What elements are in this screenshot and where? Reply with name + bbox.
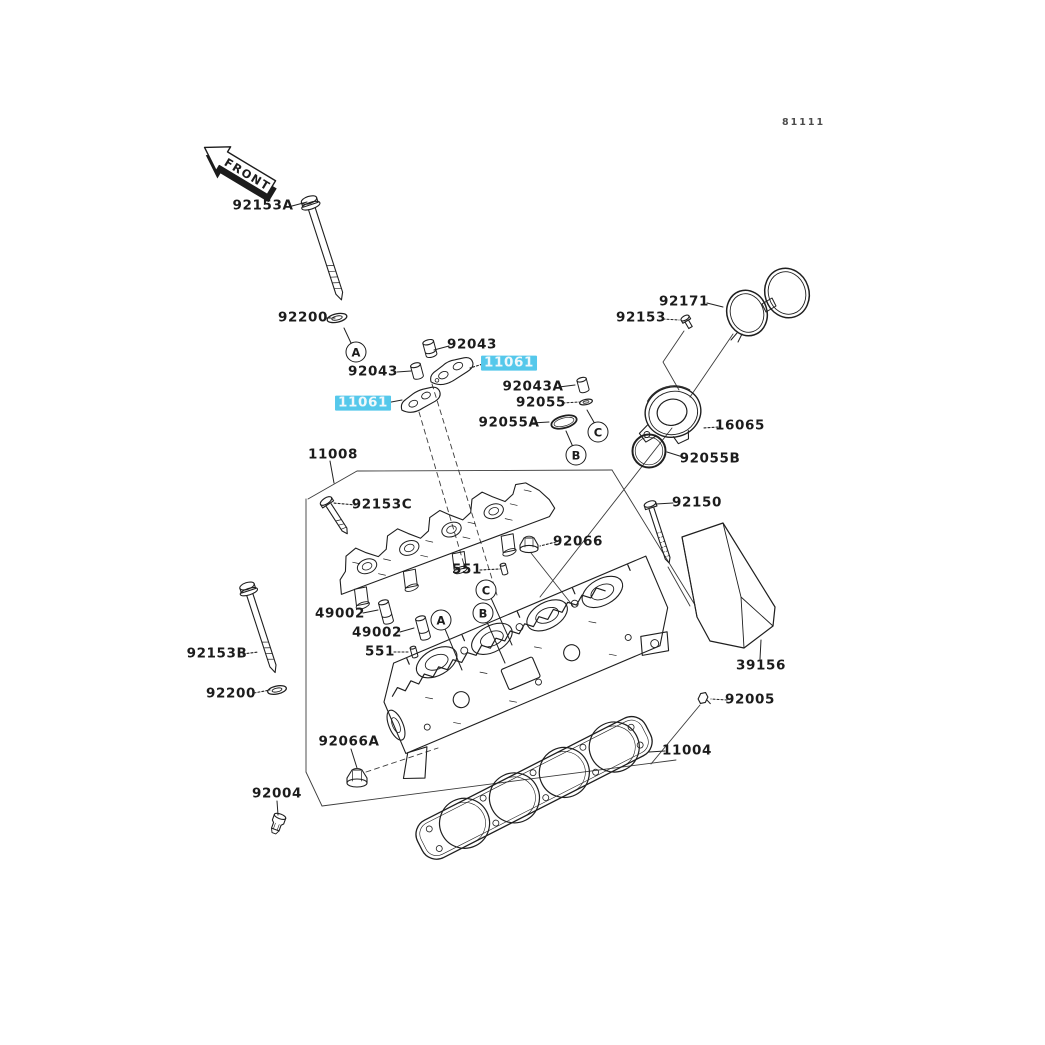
sensor-92004-drawing: [270, 812, 287, 835]
part-label-92055A-8[interactable]: 92055A: [478, 414, 540, 431]
part-label-49002-18[interactable]: 49002: [315, 605, 365, 622]
washer-92200-top-drawing: [326, 312, 348, 324]
wedge-pad-39156-drawing: [681, 522, 776, 649]
capnut-92066a-drawing: [346, 768, 368, 788]
part-label-92200-1[interactable]: 92200: [278, 309, 328, 326]
callout-circle-A-3: A: [430, 609, 452, 631]
callout-circle-A-0: A: [345, 341, 367, 363]
stud-551-lower-drawing: [409, 645, 419, 659]
callout-circle-B-2: B: [565, 444, 587, 466]
head-gasket-drawing: [415, 715, 653, 860]
bolt-92153-drawing: [680, 314, 693, 330]
part-label-11004-25[interactable]: 11004: [662, 742, 712, 759]
cam-carrier-drawing: [339, 482, 556, 610]
part-label-92055-7[interactable]: 92055: [516, 394, 566, 411]
part-label-92200-22[interactable]: 92200: [206, 685, 256, 702]
part-label-11008-9[interactable]: 11008: [308, 446, 358, 463]
leader-lines-solid: [276, 201, 762, 816]
part-label-92153B-21[interactable]: 92153B: [186, 645, 248, 662]
part-label-92153A-0[interactable]: 92153A: [232, 197, 294, 214]
bolt-92153c-drawing: [319, 496, 348, 535]
shim-11061-left-drawing: [400, 386, 441, 413]
drawing-code: 81111: [782, 117, 826, 128]
part-label-92153-12[interactable]: 92153: [616, 309, 666, 326]
tappet-92043-left-drawing: [410, 362, 424, 380]
part-label-11061-5[interactable]: 11061: [335, 395, 391, 411]
screw-92005-drawing: [697, 692, 711, 705]
part-label-551-20[interactable]: 551: [365, 643, 395, 660]
shim-11061-right-drawing: [430, 357, 474, 386]
callout-circle-B-4: B: [472, 602, 494, 624]
part-label-92043-2[interactable]: 92043: [447, 336, 497, 353]
part-label-16065-13[interactable]: 16065: [715, 417, 765, 434]
part-label-39156-27[interactable]: 39156: [736, 657, 786, 674]
washer-92200-bottom-drawing: [267, 684, 287, 696]
callout-circle-C-5: C: [475, 579, 497, 601]
valve-axis-dashed-lines: [365, 383, 498, 773]
stud-551-upper-drawing: [499, 562, 509, 576]
valve-guide-49002-upper-drawing: [377, 599, 394, 625]
bolt-92153b-drawing: [239, 581, 277, 674]
part-label-551-17[interactable]: 551: [452, 561, 482, 578]
part-label-92066-16[interactable]: 92066: [553, 533, 603, 550]
tappet-92043-top-drawing: [422, 338, 438, 359]
callout-circle-C-1: C: [587, 421, 609, 443]
bolt-92150-drawing: [643, 500, 671, 564]
part-label-92153C-10[interactable]: 92153C: [351, 496, 413, 513]
oring-92055a-drawing: [550, 414, 578, 430]
part-label-92043-4[interactable]: 92043: [348, 363, 398, 380]
capnut-92066-drawing: [519, 535, 539, 554]
carb-holder-16065-drawing: [638, 385, 702, 445]
part-label-92055B-14[interactable]: 92055B: [679, 450, 741, 467]
part-label-92005-26[interactable]: 92005: [725, 691, 775, 708]
valve-guide-49002-lower-drawing: [414, 615, 431, 641]
part-label-92171-11[interactable]: 92171: [659, 293, 709, 310]
part-label-92150-15[interactable]: 92150: [672, 494, 722, 511]
washer-92055-drawing: [579, 398, 593, 406]
assembly-boundary-lines: [305, 330, 734, 807]
part-label-49002-19[interactable]: 49002: [352, 624, 402, 641]
clamp-92171-drawing: [725, 267, 811, 343]
part-label-92043A-6[interactable]: 92043A: [502, 378, 564, 395]
bolt-92153a-drawing: [300, 195, 344, 301]
cylinder-head-drawing: [383, 555, 670, 780]
part-label-11061-3[interactable]: 11061: [481, 355, 537, 371]
tappet-92043a-drawing: [576, 376, 590, 394]
part-label-92066A-23[interactable]: 92066A: [318, 733, 380, 750]
part-label-92004-24[interactable]: 92004: [252, 785, 302, 802]
